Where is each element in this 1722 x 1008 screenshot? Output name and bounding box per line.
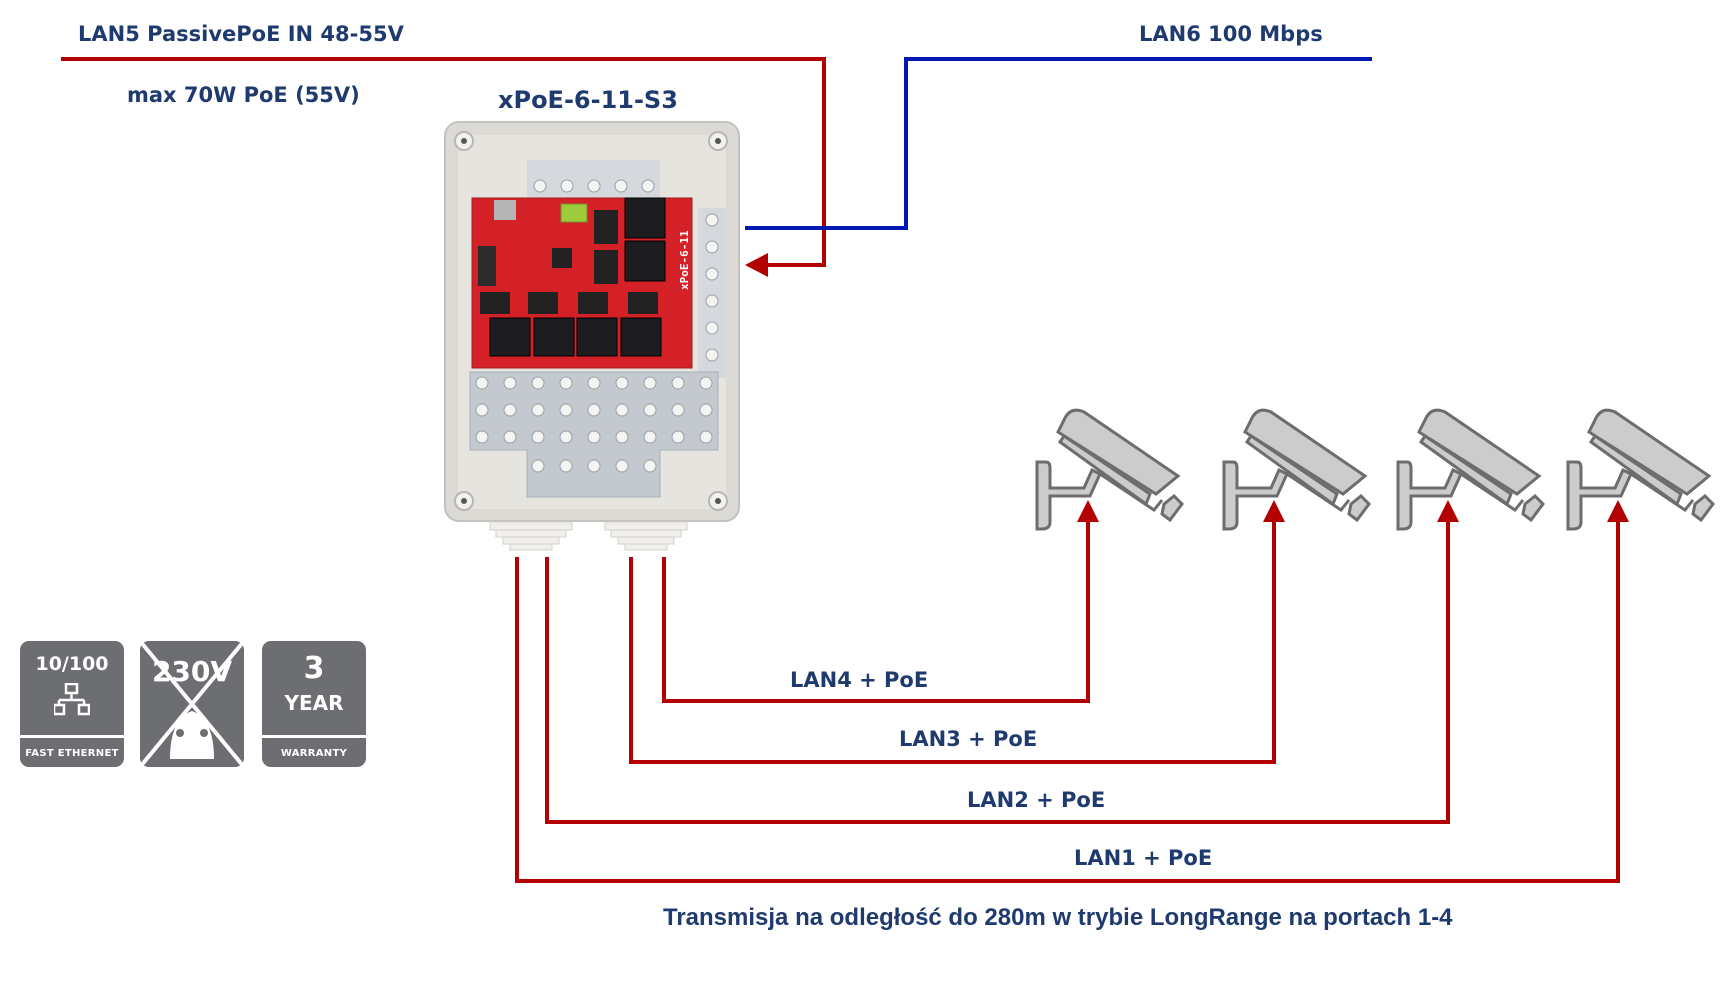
badge-fast-ethernet-caption: FAST ETHERNET bbox=[25, 748, 119, 759]
plate-hole bbox=[699, 430, 713, 444]
plate-hole bbox=[643, 430, 657, 444]
camera-icon-lan2 bbox=[1393, 408, 1545, 531]
lan2-line bbox=[545, 520, 1450, 824]
lan1-label: LAN1 + PoE bbox=[1074, 846, 1213, 870]
badge-speed-text: 10/100 bbox=[35, 653, 109, 675]
lan2-arrowhead bbox=[1437, 500, 1459, 522]
lan4-label: LAN4 + PoE bbox=[790, 668, 929, 692]
camera-icon-lan4 bbox=[1032, 408, 1184, 531]
plate-hole bbox=[641, 179, 655, 193]
plate-hole bbox=[475, 376, 489, 390]
lan5-poe-input-line bbox=[61, 57, 826, 267]
plate-hole bbox=[705, 294, 719, 308]
plate-hole bbox=[615, 403, 629, 417]
plate-hole bbox=[643, 376, 657, 390]
plate-hole bbox=[531, 459, 545, 473]
plate-hole bbox=[705, 213, 719, 227]
network-topology-icon bbox=[54, 683, 90, 716]
lan5-power-note: max 70W PoE (55V) bbox=[127, 83, 360, 107]
lan3-arrowhead bbox=[1263, 500, 1285, 522]
plate-hole bbox=[560, 179, 574, 193]
plate-hole bbox=[475, 403, 489, 417]
lan3-label: LAN3 + PoE bbox=[899, 727, 1038, 751]
plate-hole bbox=[705, 321, 719, 335]
badge-warranty-caption: WARRANTY bbox=[280, 748, 348, 759]
lan1-line bbox=[515, 520, 1620, 883]
badge-warranty-years: 3 bbox=[303, 651, 325, 686]
lan3-line bbox=[629, 520, 1276, 764]
plate-hole bbox=[643, 403, 657, 417]
plate-hole bbox=[705, 267, 719, 281]
plate-hole bbox=[643, 459, 657, 473]
plate-hole bbox=[615, 459, 629, 473]
cable-glands bbox=[489, 521, 688, 551]
plate-hole bbox=[699, 403, 713, 417]
lan4-arrowhead bbox=[1077, 500, 1099, 522]
plate-hole bbox=[587, 459, 601, 473]
badge-fast-ethernet: 10/100 FAST ETHERNET bbox=[20, 641, 124, 767]
mounting-plate-holes bbox=[475, 179, 719, 473]
plate-hole bbox=[531, 376, 545, 390]
plate-hole bbox=[533, 179, 547, 193]
plate-hole bbox=[705, 348, 719, 362]
plate-hole bbox=[503, 430, 517, 444]
plate-hole bbox=[559, 459, 573, 473]
plate-hole bbox=[531, 403, 545, 417]
badge-warranty: 3 YEAR WARRANTY bbox=[262, 641, 366, 767]
plate-hole bbox=[503, 403, 517, 417]
camera-icon-lan3 bbox=[1219, 408, 1371, 531]
plate-hole bbox=[705, 240, 719, 254]
rj45-ports-lan5-6 bbox=[624, 197, 666, 282]
lan5-label: LAN5 PassivePoE IN 48-55V bbox=[78, 22, 404, 46]
rj45-ports-lan1-4 bbox=[489, 317, 662, 357]
plate-hole bbox=[503, 376, 517, 390]
plate-hole bbox=[671, 376, 685, 390]
lan6-data-line bbox=[745, 57, 1372, 230]
plate-hole bbox=[587, 179, 601, 193]
board-model-text: xPoE-6-11 bbox=[678, 230, 691, 290]
plate-hole bbox=[559, 376, 573, 390]
plate-hole bbox=[614, 179, 628, 193]
badge-no-230v: 230V bbox=[140, 641, 244, 767]
badge-warranty-unit: YEAR bbox=[284, 691, 344, 715]
plate-hole bbox=[615, 430, 629, 444]
lan6-label: LAN6 100 Mbps bbox=[1139, 22, 1323, 46]
plate-hole bbox=[475, 430, 489, 444]
camera-icon-lan1 bbox=[1563, 408, 1715, 531]
no-230v-plug-icon bbox=[140, 641, 244, 767]
plate-hole bbox=[587, 376, 601, 390]
plate-hole bbox=[531, 430, 545, 444]
lan2-label: LAN2 + PoE bbox=[967, 788, 1106, 812]
longrange-note: Transmisja na odległość do 280m w trybie… bbox=[663, 904, 1453, 931]
plate-hole bbox=[559, 430, 573, 444]
plate-hole bbox=[559, 403, 573, 417]
plate-hole bbox=[615, 376, 629, 390]
lan4-line bbox=[662, 520, 1090, 703]
lan5-arrowhead bbox=[745, 253, 768, 277]
plate-hole bbox=[699, 376, 713, 390]
plate-hole bbox=[671, 403, 685, 417]
plate-hole bbox=[587, 430, 601, 444]
plate-hole bbox=[671, 430, 685, 444]
device-model-title: xPoE-6-11-S3 bbox=[498, 86, 678, 114]
plate-hole bbox=[587, 403, 601, 417]
lan1-arrowhead bbox=[1607, 500, 1629, 522]
